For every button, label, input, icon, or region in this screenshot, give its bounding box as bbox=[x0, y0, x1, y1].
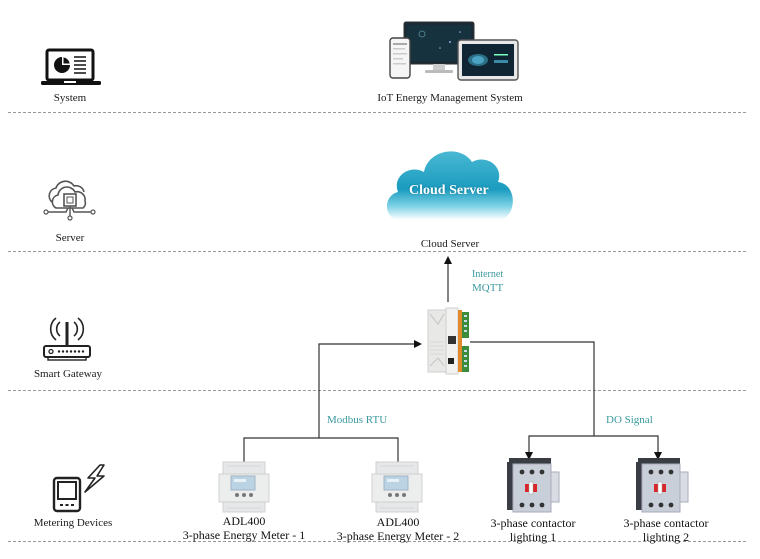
device-model-meter-1: ADL400 bbox=[222, 514, 266, 528]
system-caption: IoT Energy Management System bbox=[377, 92, 523, 104]
device-desc-contactor-2: lighting 2 bbox=[642, 530, 690, 544]
energy-meter-2-image bbox=[371, 461, 423, 513]
layer-label-metering: Metering Devices bbox=[33, 517, 113, 529]
modbus-bus-line bbox=[243, 437, 399, 463]
do-branch-right bbox=[594, 435, 662, 460]
device-type-contactor-2: 3-phase contactor bbox=[623, 516, 709, 530]
device-model-meter-2: ADL400 bbox=[376, 515, 420, 529]
energy-meter-1-image bbox=[218, 461, 270, 513]
contactor-2-image bbox=[636, 458, 690, 514]
do-trunk-line bbox=[470, 341, 595, 436]
device-caption-meter-1: ADL400 3-phase Energy Meter - 1 bbox=[174, 514, 314, 542]
cloud-server-image bbox=[380, 140, 520, 228]
multi-device-dashboard-image bbox=[389, 20, 520, 82]
device-desc-contactor-1: lighting 1 bbox=[509, 530, 557, 544]
device-desc-meter-1: 3-phase Energy Meter - 1 bbox=[182, 528, 306, 542]
cloud-network-icon bbox=[42, 180, 98, 224]
server-caption: Cloud Server bbox=[420, 238, 480, 250]
uplink-label-mqtt: MQTT bbox=[472, 282, 504, 294]
meter-lightning-icon bbox=[52, 464, 108, 513]
device-desc-meter-2: 3-phase Energy Meter - 2 bbox=[336, 529, 460, 543]
device-caption-contactor-2: 3-phase contactor lighting 2 bbox=[608, 516, 724, 544]
laptop-chart-icon bbox=[40, 48, 102, 88]
smart-gateway-device bbox=[426, 306, 472, 376]
device-caption-meter-2: ADL400 3-phase Energy Meter - 2 bbox=[326, 515, 470, 543]
layer-label-system: System bbox=[53, 92, 87, 104]
device-type-contactor-1: 3-phase contactor bbox=[490, 516, 576, 530]
device-caption-contactor-1: 3-phase contactor lighting 1 bbox=[478, 516, 588, 544]
layer-divider-metering bbox=[8, 541, 746, 542]
layer-label-server: Server bbox=[55, 232, 85, 244]
modbus-label: Modbus RTU bbox=[327, 414, 388, 426]
layer-label-gateway: Smart Gateway bbox=[33, 368, 103, 380]
layer-divider-system bbox=[8, 112, 746, 113]
router-icon bbox=[42, 316, 92, 362]
uplink-label-internet: Internet bbox=[472, 269, 504, 280]
cloud-server-title: Cloud Server bbox=[409, 183, 489, 198]
do-signal-label: DO Signal bbox=[606, 414, 653, 426]
modbus-trunk-line bbox=[318, 340, 422, 438]
layer-divider-server bbox=[8, 251, 746, 252]
layer-divider-gateway bbox=[8, 390, 746, 391]
contactor-1-image bbox=[507, 458, 561, 514]
do-branch-left bbox=[525, 435, 594, 460]
